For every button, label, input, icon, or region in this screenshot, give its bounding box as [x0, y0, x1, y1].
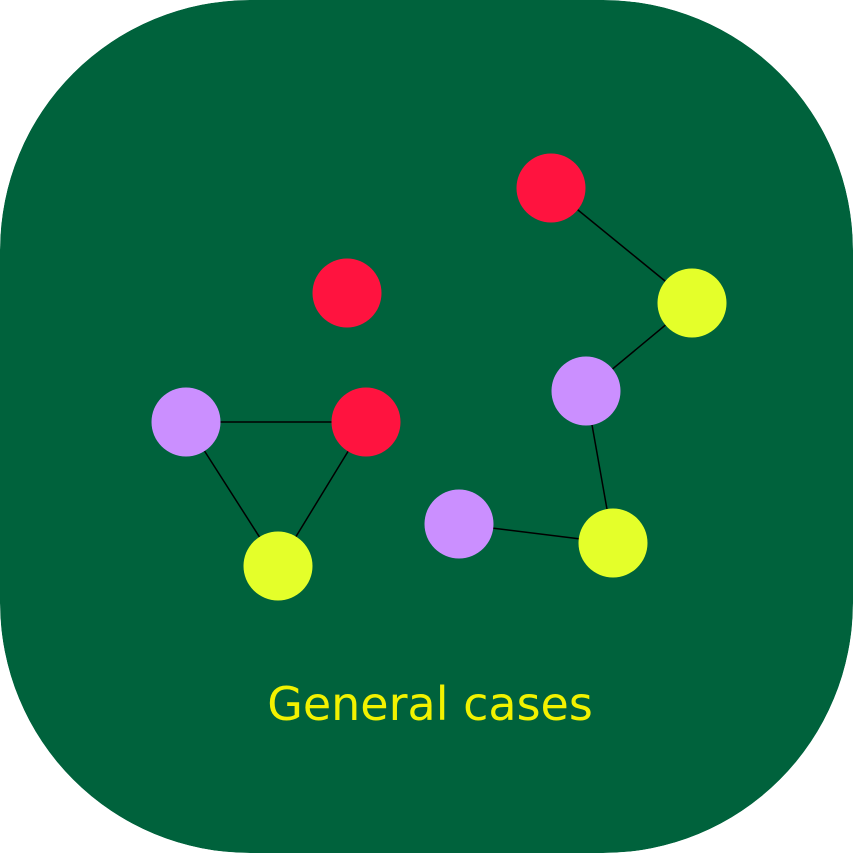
red-node-a2 — [331, 387, 401, 457]
yellow-node-b4 — [578, 508, 648, 578]
yellow-node-a4 — [243, 531, 313, 601]
nodes-layer — [151, 153, 727, 601]
purple-node-b5 — [424, 489, 494, 559]
red-node-a1 — [312, 258, 382, 328]
purple-node-a3 — [151, 387, 221, 457]
caption-text: General cases — [267, 677, 593, 731]
purple-node-b3 — [551, 356, 621, 426]
yellow-node-b2 — [657, 268, 727, 338]
red-node-b1 — [516, 153, 586, 223]
